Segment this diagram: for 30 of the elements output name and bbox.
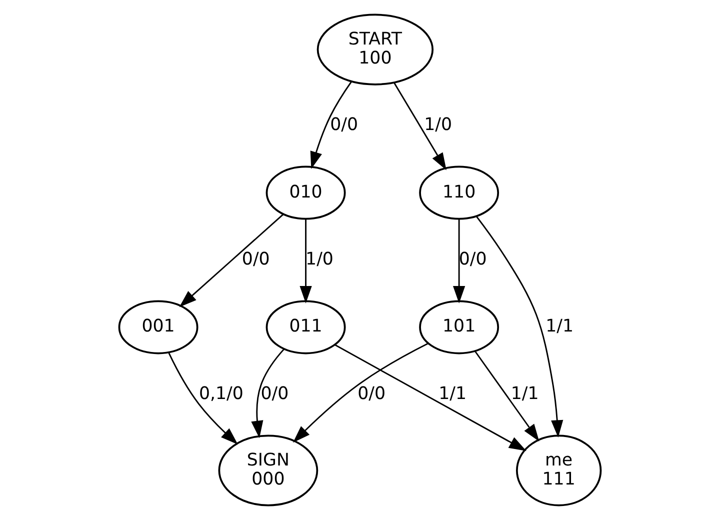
node-ellipse: SIGN 000 [218, 434, 318, 506]
arrow [310, 80, 352, 169]
arrow [292, 342, 428, 442]
node-ellipse: 101 [418, 300, 499, 354]
node-ellipse: 011 [265, 300, 346, 354]
edge-label: 0/0 [330, 114, 358, 135]
arrow [178, 213, 284, 307]
edge-label: 1/1 [438, 383, 466, 404]
edge-label: 1/1 [510, 383, 538, 404]
arrow [475, 215, 563, 438]
arrow [474, 350, 539, 441]
edge-label: 0/0 [458, 248, 486, 269]
node-ellipse: 010 [265, 165, 346, 220]
node-ellipse: 001 [118, 300, 198, 354]
arrow [452, 218, 465, 303]
edge-label: 0/0 [241, 248, 270, 269]
arrow [250, 348, 284, 438]
arrow [334, 344, 526, 451]
arrow [168, 352, 238, 444]
edge-label: 1/0 [424, 114, 452, 135]
node-ellipse: 110 [418, 165, 499, 220]
edge-label: 0/0 [260, 383, 288, 404]
edge-label: 1/1 [545, 316, 574, 336]
edge-label: 0,1/0 [198, 383, 243, 404]
node-ellipse: me 111 [515, 434, 602, 506]
edge-label: 1/0 [305, 248, 333, 269]
edge-label: 0/0 [357, 383, 386, 404]
node-ellipse: START 100 [316, 13, 434, 85]
arrow [393, 82, 446, 170]
arrow [299, 218, 312, 303]
